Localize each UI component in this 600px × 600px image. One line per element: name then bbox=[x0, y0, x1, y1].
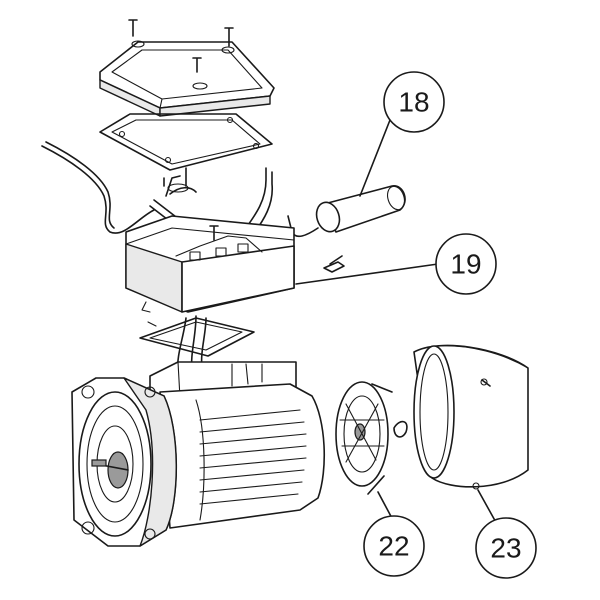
power-cable bbox=[41, 141, 197, 234]
callout-22: 22 bbox=[363, 515, 425, 577]
terminal-box-base bbox=[125, 215, 295, 327]
callout-18: 18 bbox=[383, 71, 445, 133]
fan-cover bbox=[413, 344, 529, 490]
motor-body bbox=[71, 361, 325, 547]
capacitor bbox=[315, 185, 406, 233]
callout-23: 23 bbox=[475, 517, 537, 579]
callout-23-label: 23 bbox=[490, 533, 521, 564]
cooling-fan bbox=[335, 381, 408, 495]
retaining-clip bbox=[323, 255, 345, 273]
callout-19-label: 19 bbox=[450, 249, 481, 280]
cover-screws bbox=[128, 19, 235, 90]
terminal-box-cover bbox=[99, 19, 275, 117]
callout-22-label: 22 bbox=[378, 531, 409, 562]
callout-19: 19 bbox=[435, 233, 497, 295]
cover-gasket bbox=[99, 113, 273, 171]
callout-18-label: 18 bbox=[398, 87, 429, 118]
